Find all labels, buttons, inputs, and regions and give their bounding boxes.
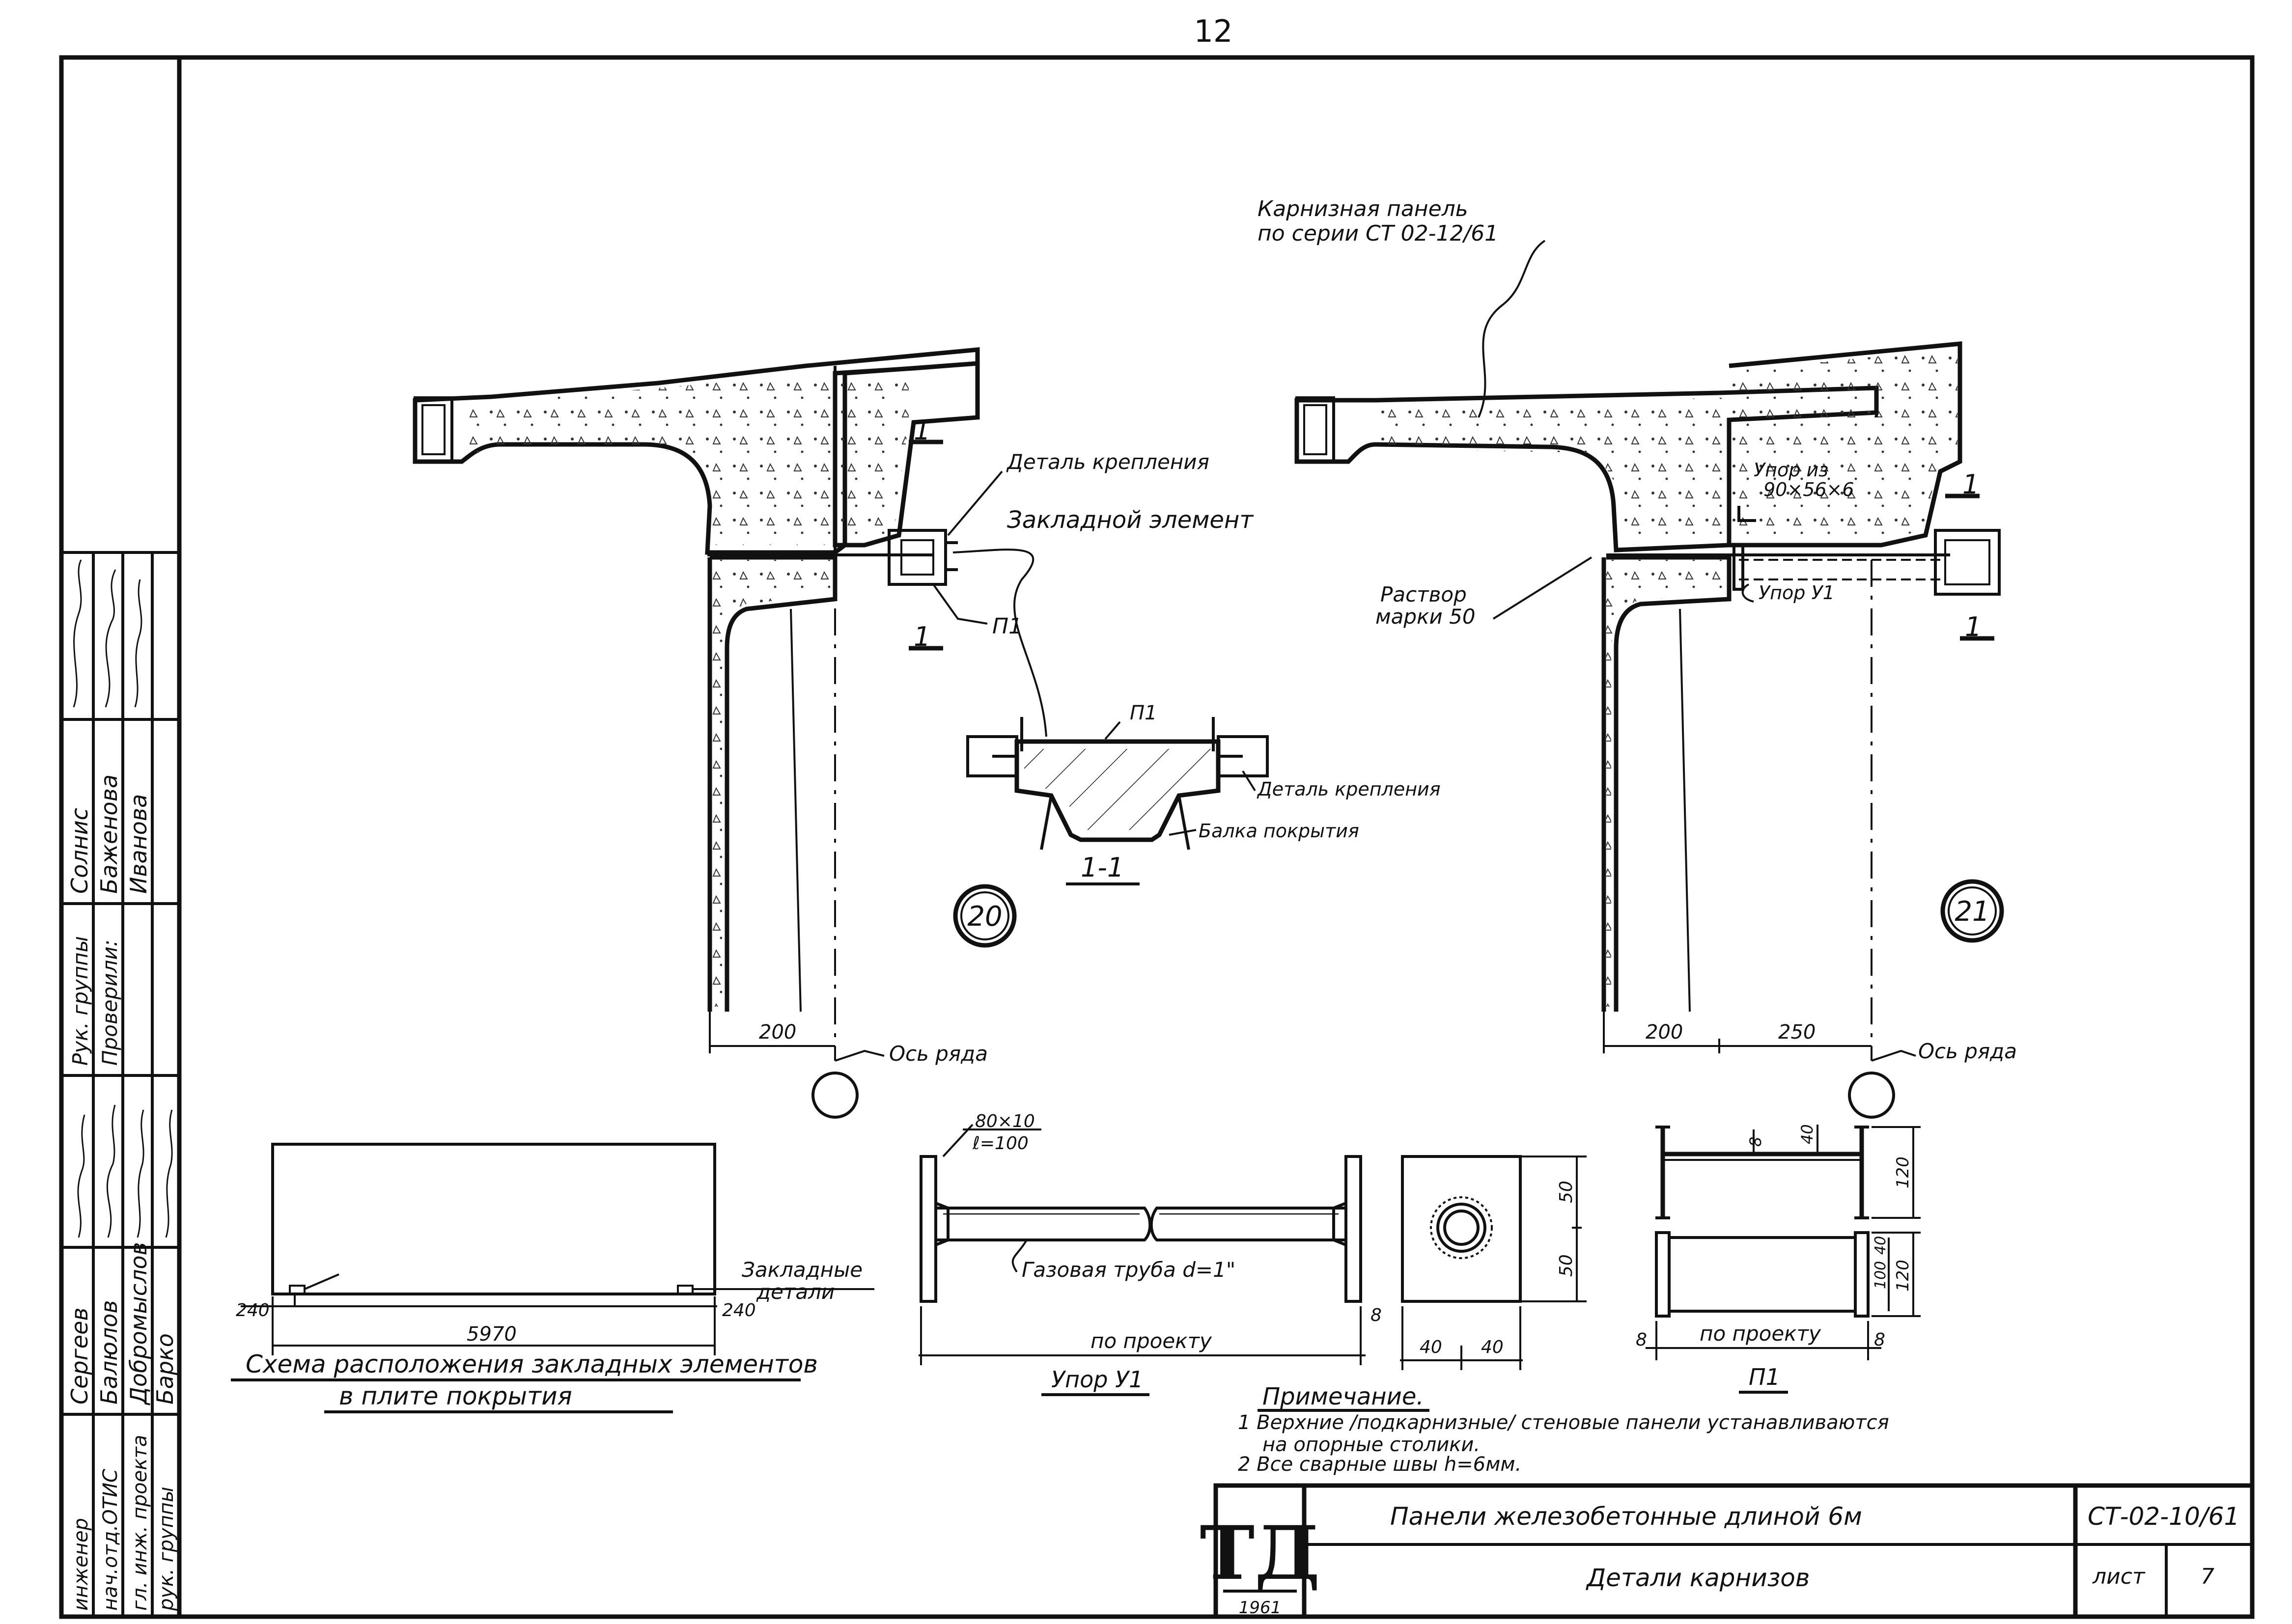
section-1-1-beam-label: Балка покрытия [1199,820,1359,842]
stop-u1-title: Упор У1 [1051,1366,1143,1393]
detail-21-number: 21 [1955,896,1989,928]
detail-20-p1-label: П1 [992,614,1022,639]
stop-u1-dim-w1: 40 [1420,1337,1442,1357]
detail-21-stop-note-2: 90×56×6 [1763,479,1854,500]
part-p1-dim-8c: 8 [1874,1330,1885,1350]
detail-21-dim-250: 250 [1778,1021,1816,1044]
stop-u1-dim-half-2: 50 [1556,1254,1576,1277]
scheme-embedded-label-1: Закладные [742,1258,863,1282]
stop-u1-dim-length: по проекту [1090,1329,1212,1353]
part-p1-dim-length: по проекту [1700,1321,1821,1346]
detail-20-drawing: 1 1 200 Ось ряда Деталь крепления Заклад… [413,347,1254,1119]
detail-21-mortar-2: марки 50 [1375,605,1476,629]
side-name-1: Сергеев [66,1308,93,1405]
notes-line-3: 2 Все сварные швы h=6мм. [1238,1453,1521,1476]
section-1-1-drawing: П1 Деталь крепления Балка покрытия 1-1 [966,702,1441,885]
notes-line-2: на опорные столики. [1262,1433,1480,1456]
stop-u1-dim-w2: 40 [1481,1337,1504,1357]
part-p1-dim-8a: 8 [1746,1137,1765,1147]
page-number: 12 [1194,13,1233,49]
section-1-1-fastening-label: Деталь крепления [1257,778,1441,800]
section-1-1-title: 1-1 [1081,852,1124,883]
side-role-title-4: рук. группы [155,1486,178,1611]
side-role-top-1: Рук. группы [68,936,92,1066]
stop-u1-dim-half-1: 50 [1556,1181,1576,1203]
part-p1-title: П1 [1749,1364,1780,1390]
side-name-top-2: Баженова [96,774,122,894]
detail-20-number: 20 [967,901,1002,933]
stop-u1-plate-2: ℓ=100 [972,1133,1029,1154]
detail-21-dim-200: 200 [1646,1021,1683,1044]
scheme-dim-length: 5970 [467,1323,517,1346]
detail-20-section-mark-top: 1 [914,415,930,446]
scheme-title-2: в плите покрытия [339,1382,572,1410]
stamp-title: Панели железобетонные длиной 6м [1390,1502,1862,1531]
section-1-1-p1-label: П1 [1130,702,1157,724]
stamp-sheet-label: лист [2092,1564,2146,1589]
side-name-2: Балюлов [96,1300,122,1404]
detail-21-drawing: 1 1 200 250 Ось ряда Карнизная панель по… [1258,196,2017,1119]
detail-20-embedded-label: Закладной элемент [1007,506,1254,534]
side-name-4: Барко [152,1333,178,1404]
side-role-top-2: Проверили: [98,939,122,1066]
detail-21-stop-note-1: Упор из [1754,459,1828,481]
scheme-dim-right: 240 [722,1300,756,1321]
title-stamp: ТД 1961 Панели железобетонные длиной 6м … [1200,1483,2255,1619]
notes-line-1: 1 Верхние /подкарнизные/ стеновые панели… [1238,1411,1889,1434]
stop-u1-drawing: 80×10 ℓ=100 Газовая труба d=1" по проект… [919,1111,1587,1396]
detail-21-panel-note-1: Карнизная панель [1258,196,1468,221]
scheme-embedded-elements: 240 240 5970 Закладные детали Схема расп… [231,1143,874,1413]
detail-20-axis-label: Ось ряда [889,1042,988,1066]
part-p1-dim-8b: 8 [1636,1330,1647,1350]
side-block: инженер нач.отд.ОТИС гл. инж. проекта ру… [61,551,179,1617]
side-role-title-2: нач.отд.ОТИС [99,1469,122,1611]
detail-21-axis-label: Ось ряда [1918,1039,2017,1063]
part-p1-dim-120a: 120 [1893,1156,1913,1188]
sheet-frame [59,55,2255,1619]
detail-21-stop-u1: Упор У1 [1759,582,1835,604]
stamp-subtitle: Детали карнизов [1586,1564,1810,1592]
stamp-logo: ТД [1200,1510,1320,1596]
scheme-embedded-label-2: детали [756,1280,835,1304]
part-p1-dim-40b: 40 [1872,1236,1889,1255]
part-p1-dim-40: 40 [1798,1124,1817,1144]
side-name-top-3: Иванова [125,794,152,894]
stop-u1-dim-end: 8 [1370,1305,1382,1325]
side-name-3: Добромыслов [125,1242,152,1405]
notes-heading: Примечание. [1262,1383,1424,1410]
notes-block: Примечание. 1 Верхние /подкарнизные/ сте… [1238,1383,1889,1476]
stamp-sheet-number: 7 [2201,1564,2214,1589]
stamp-code: СТ-02-10/61 [2088,1502,2239,1531]
signatures [73,559,173,1238]
detail-21-section-mark-bottom: 1 [1965,611,1982,642]
part-p1-drawing: 8 40 120 40 100 120 по проекту 8 8 П1 [1636,1124,1921,1394]
side-name-top-1: Солнис [66,808,93,894]
stop-u1-plate-1: 80×10 [975,1111,1035,1131]
stamp-year: 1961 [1239,1598,1282,1618]
side-role-title-3: гл. инж. проекта [129,1435,151,1611]
stop-u1-pipe-label: Газовая труба d=1" [1022,1258,1235,1282]
scheme-title-1: Схема расположения закладных элементов [246,1350,818,1378]
detail-21-panel-note-2: по серии СТ 02-12/61 [1258,221,1498,246]
part-p1-dim-100: 100 [1872,1261,1889,1289]
detail-21-mortar-1: Раствор [1380,582,1467,606]
detail-20-dim-200: 200 [759,1021,796,1044]
scheme-dim-left: 240 [236,1300,270,1321]
detail-20-fastening-label: Деталь крепления [1006,450,1209,474]
detail-20-section-mark-bottom: 1 [914,621,930,652]
detail-21-section-mark-top: 1 [1962,469,1979,500]
part-p1-dim-120b: 120 [1893,1260,1913,1292]
side-role-title-1: инженер [70,1518,92,1611]
